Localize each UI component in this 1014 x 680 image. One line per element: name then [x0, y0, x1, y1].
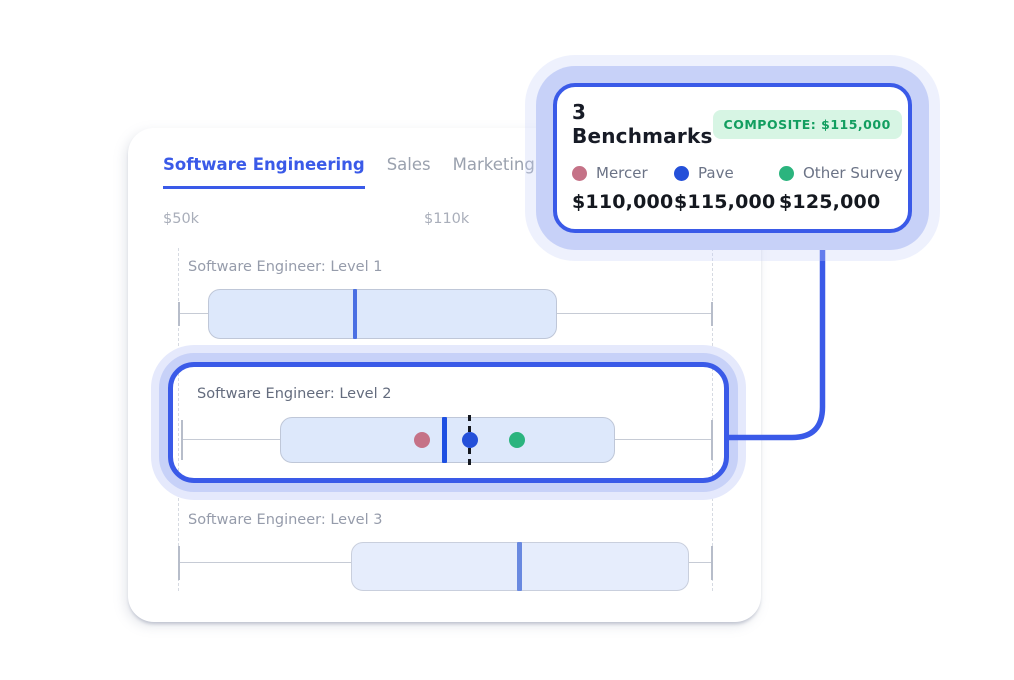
legend-item-mercer: Mercer — [572, 164, 674, 182]
other-survey-legend-dot — [779, 165, 794, 181]
legend-item-other-survey: Other Survey — [779, 164, 903, 182]
row-label-level-2: Software Engineer: Level 2 — [197, 386, 392, 402]
gridline-50k — [178, 248, 179, 591]
tab-bar: Software Engineering Sales Marketing — [163, 155, 535, 189]
median-line-level-3 — [517, 542, 522, 591]
mercer-dot — [414, 432, 430, 448]
mercer-value: $110,000 — [572, 191, 674, 213]
benchmarks-popup: 3 Benchmarks COMPOSITE: $115,000 Mercer … — [553, 83, 912, 233]
pave-value: $115,000 — [674, 191, 776, 213]
whisker-left-level-2 — [181, 439, 280, 440]
tab-sales[interactable]: Sales — [386, 155, 431, 174]
benchmark-legend: Mercer Pave Other Survey $110,000 $115,0… — [572, 164, 903, 213]
pave-legend-dot — [674, 165, 689, 181]
boxplot-box-level-1[interactable] — [208, 289, 557, 339]
whisker-cap-right-level-2 — [711, 420, 713, 460]
composite-badge: COMPOSITE: $115,000 — [712, 109, 902, 139]
legend-item-pave: Pave — [674, 164, 779, 182]
row-label-level-3: Software Engineer: Level 3 — [188, 512, 383, 528]
pave-dot — [462, 432, 478, 448]
other-survey-dot — [509, 432, 525, 448]
whisker-cap-left-level-2 — [181, 420, 183, 460]
median-line-level-1 — [353, 289, 357, 339]
mercer-legend-dot — [572, 165, 587, 181]
gridline-high — [712, 248, 713, 591]
legend-label: Other Survey — [803, 164, 903, 182]
tab-marketing[interactable]: Marketing — [452, 155, 535, 174]
row-label-level-1: Software Engineer: Level 1 — [188, 259, 383, 275]
whisker-right-level-3 — [689, 562, 712, 563]
whisker-cap-left-level-3 — [178, 546, 180, 580]
median-line-level-2 — [442, 417, 447, 463]
whisker-cap-left-level-1 — [178, 302, 180, 326]
axis-tick-110k: $110k — [424, 211, 470, 227]
popup-header: 3 Benchmarks COMPOSITE: $115,000 — [572, 100, 902, 148]
whisker-cap-right-level-3 — [711, 546, 713, 580]
other-survey-value: $125,000 — [779, 191, 881, 213]
axis-tick-50k: $50k — [163, 211, 200, 227]
boxplot-box-level-2[interactable] — [280, 417, 615, 463]
whisker-right-level-2 — [615, 439, 712, 440]
whisker-left-level-1 — [178, 313, 208, 314]
legend-label: Pave — [698, 164, 734, 182]
tab-software-engineering[interactable]: Software Engineering — [163, 155, 365, 189]
whisker-left-level-3 — [178, 562, 351, 563]
popup-title: 3 Benchmarks — [572, 100, 713, 148]
legend-label: Mercer — [596, 164, 648, 182]
whisker-cap-right-level-1 — [711, 302, 713, 326]
whisker-right-level-1 — [557, 313, 712, 314]
